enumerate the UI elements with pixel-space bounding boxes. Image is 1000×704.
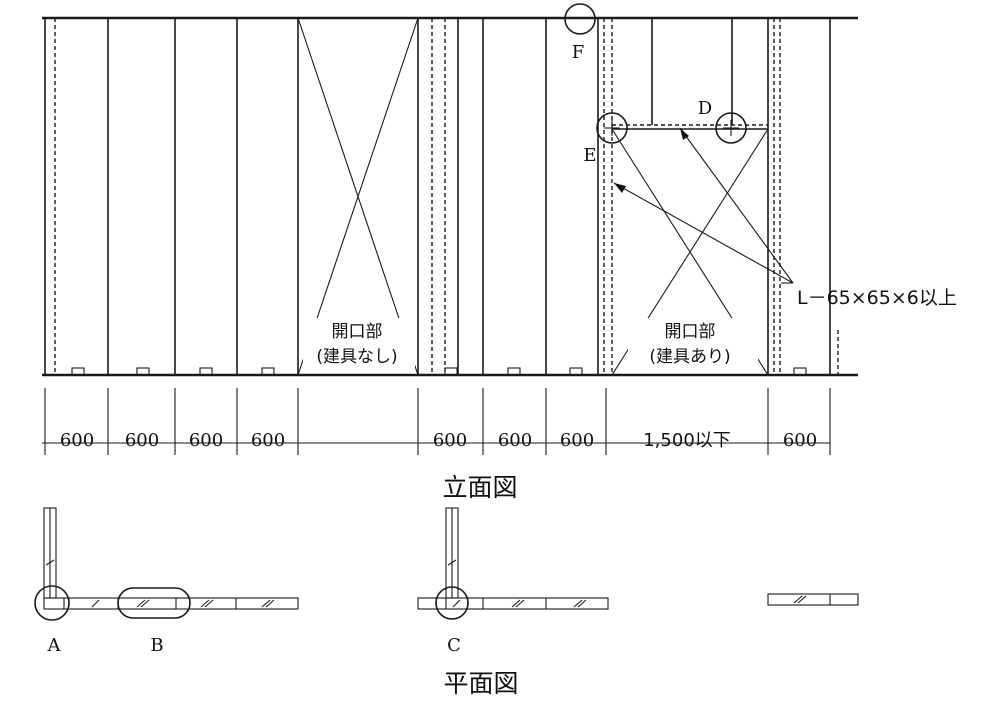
opening-right-label-bg <box>628 318 758 370</box>
opening-left-label-1: 開口部 <box>332 322 383 342</box>
dimension-labels: 600 600 600 600 600 600 600 1,500以下 600 <box>60 430 817 451</box>
marker-c: C <box>447 635 461 656</box>
marker-e: E <box>583 145 596 166</box>
dim-label: 1,500以下 <box>643 430 731 451</box>
dim-label: 600 <box>125 430 159 451</box>
studs <box>44 18 839 375</box>
elevation-title: 立面図 <box>442 473 517 502</box>
detail-circle-f: F <box>564 3 596 63</box>
elevation-view: 開口部 (建具なし) 開口部 (建具あり) F E D <box>42 3 957 502</box>
plan-view: A B C 平面図 <box>34 507 859 698</box>
plan-title: 平面図 <box>443 669 518 698</box>
opening-right-label-1: 開口部 <box>665 322 716 342</box>
plan-corner-middle <box>417 507 609 610</box>
angle-leaders <box>613 127 794 284</box>
detail-circle-a <box>34 585 70 621</box>
marker-d: D <box>698 98 712 119</box>
dim-label: 600 <box>251 430 285 451</box>
dim-label: 600 <box>498 430 532 451</box>
dim-label: 600 <box>433 430 467 451</box>
plan-corner-left <box>43 507 299 610</box>
dim-label: 600 <box>189 430 223 451</box>
detail-circle-c <box>435 586 469 620</box>
marker-b: B <box>150 635 163 656</box>
dim-label: 600 <box>783 430 817 451</box>
dim-label: 600 <box>560 430 594 451</box>
marker-a: A <box>47 635 62 656</box>
detail-capsule-b <box>117 587 191 619</box>
opening-left-cross <box>297 17 419 376</box>
anchor-blocks <box>71 367 807 376</box>
plan-segment-right <box>767 593 859 606</box>
marker-f: F <box>572 42 585 63</box>
dim-label: 600 <box>60 430 94 451</box>
detail-circle-d: D <box>698 98 747 144</box>
opening-left-label-2: (建具なし) <box>316 347 397 367</box>
opening-left-label-bg <box>303 318 415 370</box>
opening-right-label-2: (建具あり) <box>649 347 730 367</box>
dimension-line <box>42 388 831 455</box>
angle-label: L－65×65×6以上 <box>797 287 957 309</box>
detail-circle-e: E <box>583 112 628 166</box>
